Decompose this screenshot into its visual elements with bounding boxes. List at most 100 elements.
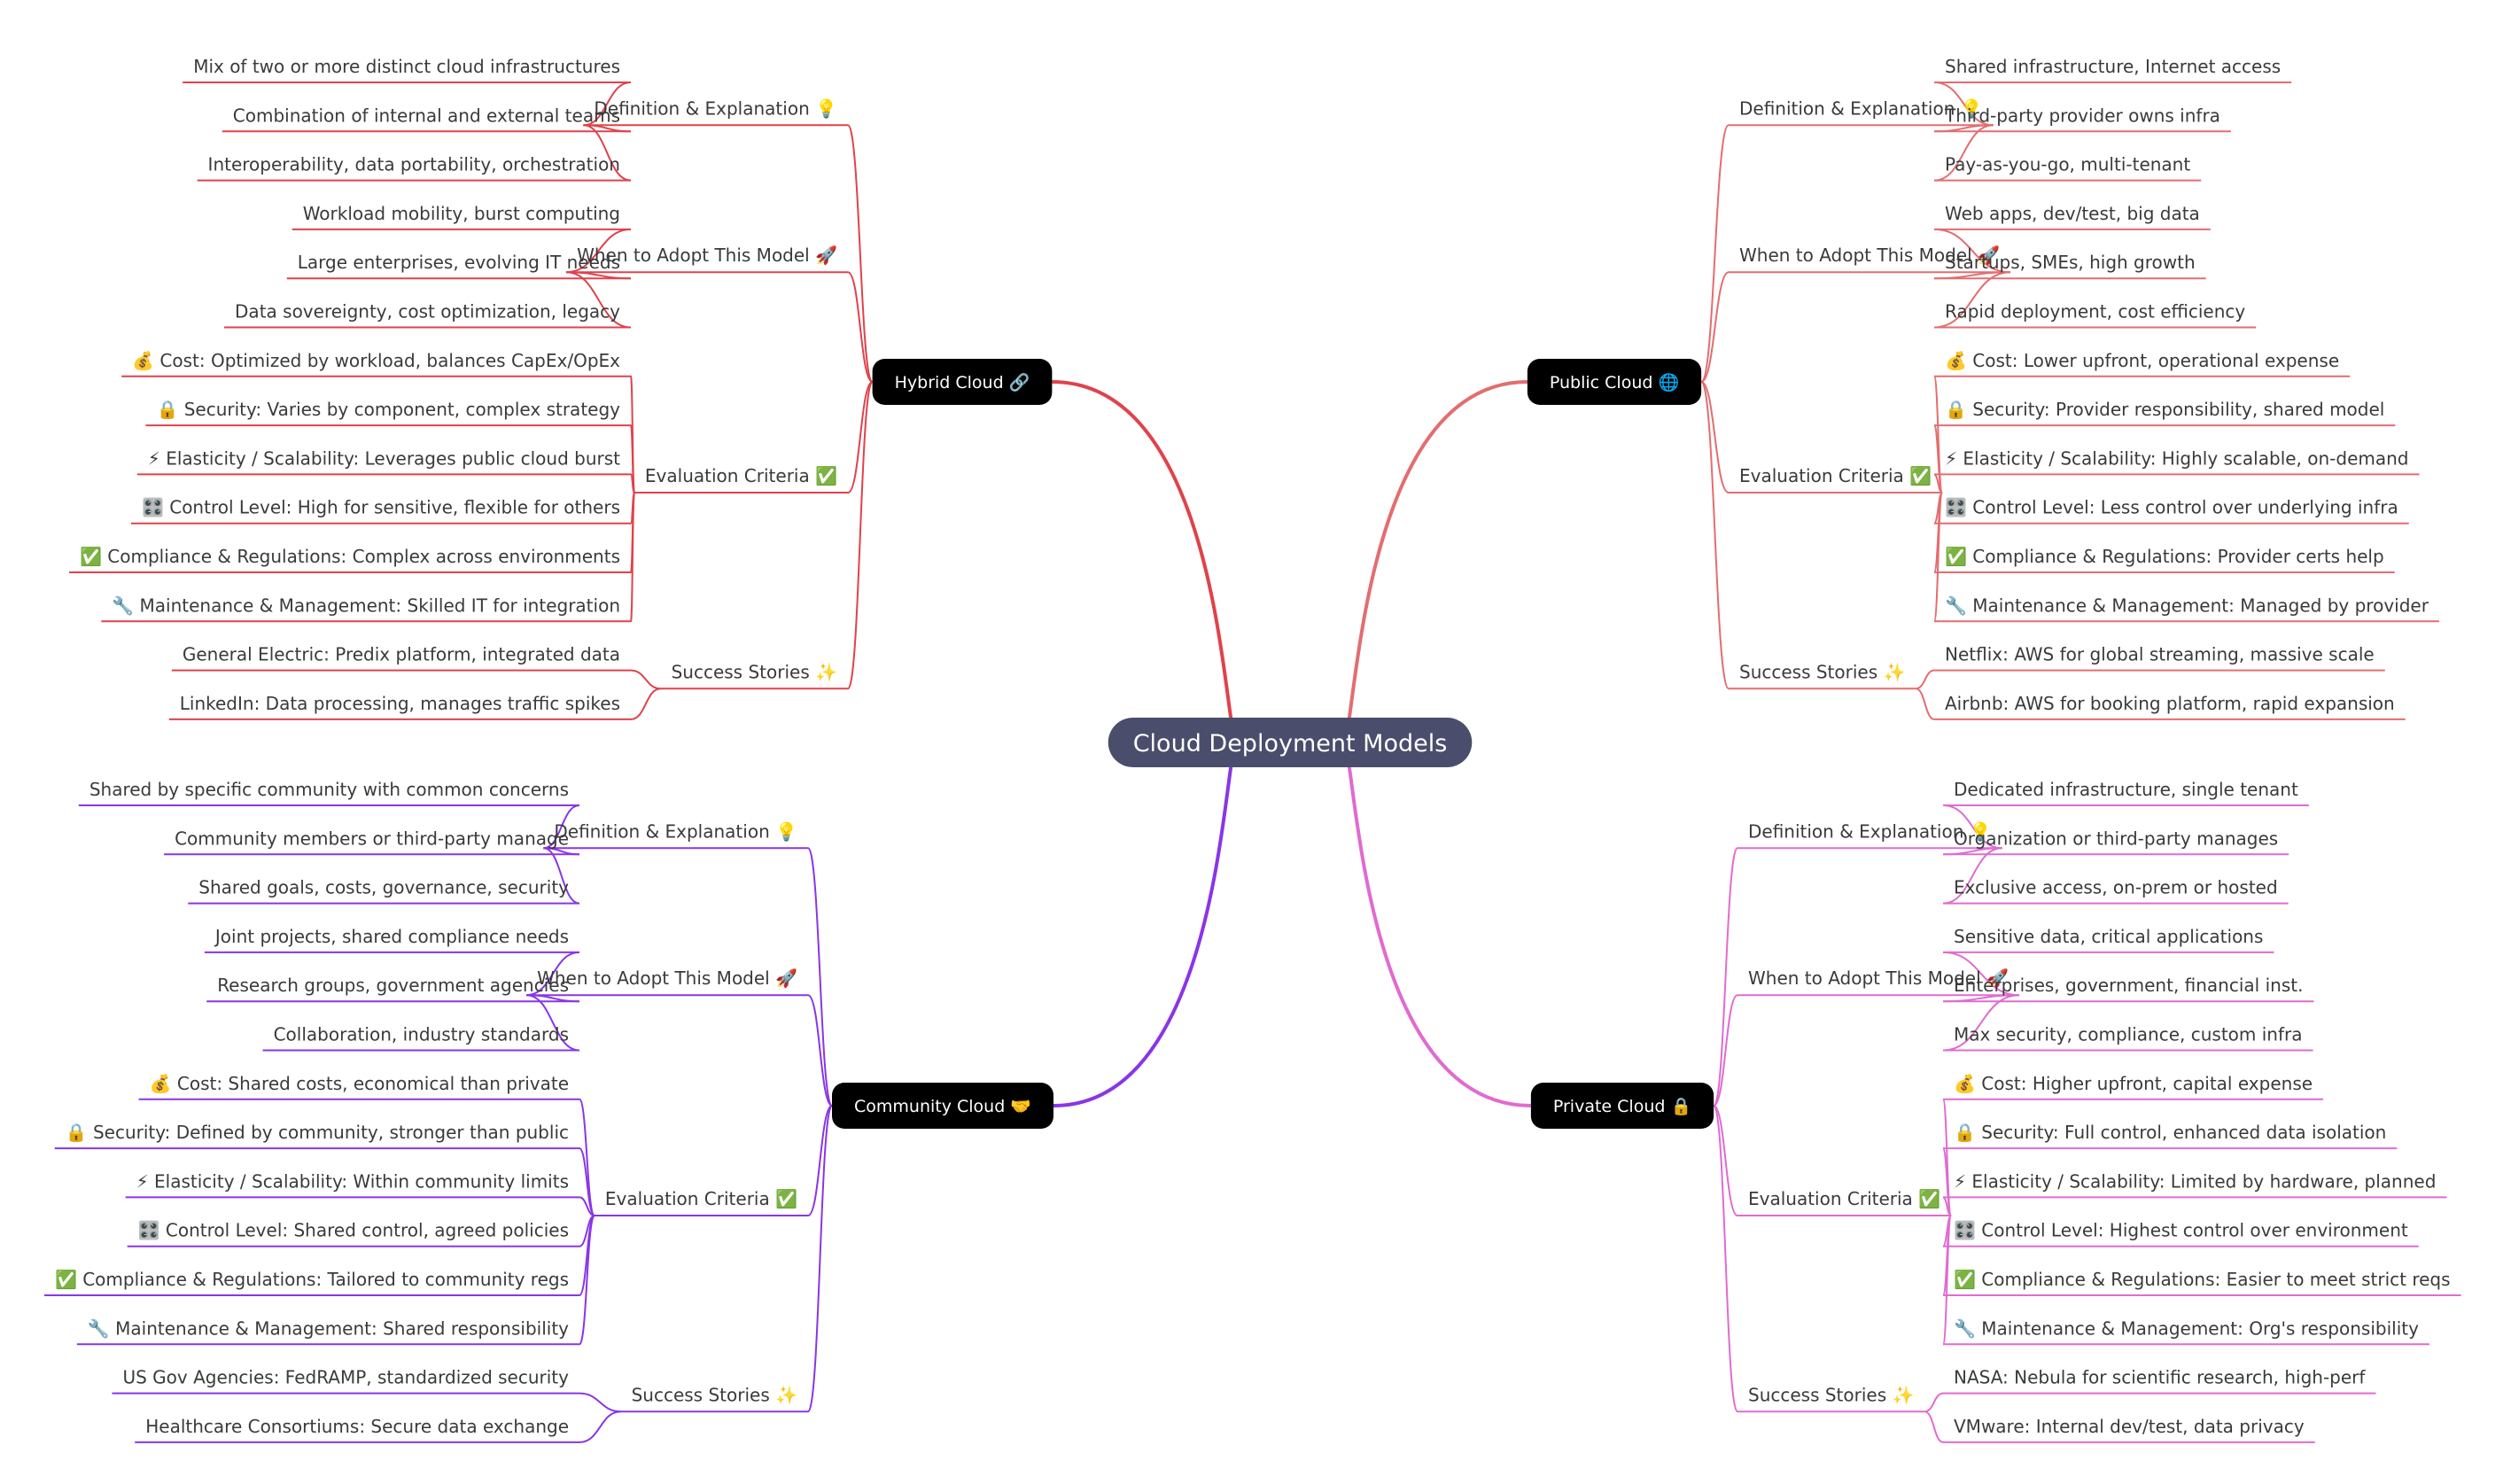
leaf-label-community-2-4: ✅ Compliance & Regulations: Tailored to … [55,1269,569,1290]
leaf-label-community-0-2: Shared goals, costs, governance, securit… [198,877,569,898]
branch-label-public-2: Evaluation Criteria ✅ [1739,465,1932,486]
leaf-label-public-2-5: 🔧 Maintenance & Management: Managed by p… [1945,594,2429,616]
leaf-connector-community-1-0 [526,951,580,997]
leaf-connector-private-0-0 [1942,804,2002,850]
leaf-label-private-2-5: 🔧 Maintenance & Management: Org's respon… [1954,1317,2419,1339]
leaf-label-public-3-0: Netflix: AWS for global streaming, massi… [1945,644,2375,665]
leaf-connector-community-2-2 [579,1196,595,1217]
leaf-connector-private-0-1 [1942,847,2002,856]
leaf-connector-community-0-0 [543,804,580,850]
category-node-public[interactable] [1527,359,1702,405]
leaf-connector-private-1-0 [1942,951,2019,997]
branch-label-hybrid-2: Evaluation Criteria ✅ [645,465,837,486]
leaf-label-hybrid-2-1: 🔒 Security: Varies by component, complex… [156,399,620,420]
leaf-connector-hybrid-1-0 [566,228,632,274]
leaf-connector-public-3-1 [1916,688,1935,720]
root-connector-community [1053,741,1239,1107]
leaf-label-private-0-1: Organization or third-party manages [1954,827,2278,849]
leaf-label-private-3-0: NASA: Nebula for scientific research, hi… [1954,1367,2366,1388]
branch-label-public-3: Success Stories ✨ [1739,661,1905,682]
leaf-connector-public-1-1 [1933,271,2010,280]
leaf-connector-community-2-5 [579,1215,595,1346]
leaf-label-hybrid-3-0: General Electric: Predix platform, integ… [183,644,620,665]
leaf-label-private-0-0: Dedicated infrastructure, single tenant [1954,779,2298,800]
leaf-label-community-1-2: Collaboration, industry standards [274,1024,569,1045]
branch-connector-community-0 [807,847,833,1107]
branch-label-hybrid-3: Success Stories ✨ [672,661,837,682]
branch-connector-hybrid-1 [847,271,874,383]
leaf-label-community-2-2: ⚡ Elasticity / Scalability: Within commu… [136,1170,569,1192]
branch-connector-public-3 [1700,381,1730,690]
leaf-connector-community-2-1 [579,1147,595,1217]
branch-connector-private-2 [1713,1105,1738,1217]
leaf-connector-community-0-2 [543,847,580,905]
branch-label-hybrid-1: When to Adopt This Model 🚀 [577,245,837,266]
leaf-label-hybrid-1-1: Large enterprises, evolving IT needs [298,252,620,273]
leaf-connector-hybrid-3-1 [630,688,661,720]
leaf-connector-community-1-1 [526,994,580,1003]
leaf-label-private-2-3: 🎛️ Control Level: Highest control over e… [1954,1220,2408,1241]
category-label-hybrid: Hybrid Cloud 🔗 [895,372,1030,392]
root-node[interactable] [1108,718,1473,767]
leaf-label-private-1-1: Enterprises, government, financial inst. [1954,975,2303,996]
leaf-label-private-1-2: Max security, compliance, custom infra [1954,1024,2303,1045]
leaf-label-community-1-1: Research groups, government agencies [217,975,569,996]
branch-label-public-1: When to Adopt This Model 🚀 [1739,245,2000,266]
leaf-connector-public-0-1 [1933,124,1994,133]
leaf-label-hybrid-0-1: Combination of internal and external tea… [233,105,620,126]
branch-connector-community-1 [807,994,833,1107]
leaf-label-public-2-3: 🎛️ Control Level: Less control over unde… [1945,497,2398,518]
leaf-connector-public-3-0 [1916,669,1935,690]
leaf-connector-community-1-2 [525,994,580,1052]
connector-layer [43,82,2461,1443]
leaf-connector-hybrid-0-0 [583,82,632,127]
branch-connector-public-2 [1700,381,1730,494]
category-label-private: Private Cloud 🔒 [1553,1097,1691,1116]
branch-label-community-1: When to Adopt This Model 🚀 [537,967,797,989]
leaf-label-hybrid-0-2: Interoperability, data portability, orch… [208,154,620,175]
branch-label-hybrid-0: Definition & Explanation 💡 [594,97,837,119]
leaf-connector-public-1-0 [1933,228,2010,274]
branch-connector-private-0 [1713,847,1738,1107]
leaf-label-public-2-0: 💰 Cost: Lower upfront, operational expen… [1945,350,2339,371]
category-node-hybrid[interactable] [872,359,1053,405]
leaf-label-private-2-0: 💰 Cost: Higher upfront, capital expense [1954,1073,2313,1094]
leaf-connector-private-3-1 [1924,1410,1944,1443]
leaf-label-public-1-1: Startups, SMEs, high growth [1945,252,2196,273]
leaf-connector-hybrid-1-2 [566,271,632,329]
leaf-label-hybrid-2-3: 🎛️ Control Level: High for sensitive, fl… [142,497,620,518]
leaf-label-private-0-2: Exclusive access, on-prem or hosted [1954,877,2278,898]
leaf-label-community-0-0: Shared by specific community with common… [89,779,569,800]
leaf-connector-private-0-2 [1942,847,2002,905]
leaf-label-public-1-0: Web apps, dev/test, big data [1945,203,2200,224]
leaf-label-community-3-0: US Gov Agencies: FedRAMP, standardized s… [122,1367,569,1388]
leaf-connector-public-0-0 [1933,82,1994,127]
leaf-connector-hybrid-3-0 [630,669,661,690]
category-node-community[interactable] [832,1083,1053,1129]
leaf-connector-hybrid-1-1 [566,271,632,280]
branch-connector-public-1 [1700,271,1730,383]
leaf-label-community-2-5: 🔧 Maintenance & Management: Shared respo… [88,1317,569,1339]
branch-label-private-3: Success Stories ✨ [1748,1384,1914,1405]
leaf-label-hybrid-2-4: ✅ Compliance & Regulations: Complex acro… [80,546,620,567]
leaf-connector-public-2-5 [1933,492,1944,623]
branch-label-community-0: Definition & Explanation 💡 [554,820,797,842]
branch-connector-hybrid-3 [847,381,874,690]
branch-connector-community-2 [807,1105,833,1217]
leaf-label-public-1-2: Rapid deployment, cost efficiency [1945,301,2245,322]
leaf-connector-private-3-0 [1924,1392,1944,1413]
leaf-label-private-3-1: VMware: Internal dev/test, data privacy [1954,1416,2305,1437]
leaf-label-public-2-4: ✅ Compliance & Regulations: Provider cer… [1945,546,2384,567]
leaf-connector-private-2-5 [1942,1215,1953,1346]
branch-connector-hybrid-2 [847,381,874,494]
leaf-label-hybrid-2-0: 💰 Cost: Optimized by workload, balances … [132,350,620,371]
leaf-label-public-3-1: Airbnb: AWS for booking platform, rapid … [1945,693,2395,714]
category-node-private[interactable] [1530,1083,1714,1129]
leaf-connector-private-1-2 [1942,994,2019,1052]
leaf-connector-community-3-0 [579,1392,621,1413]
leaf-label-community-2-0: 💰 Cost: Shared costs, economical than pr… [150,1073,569,1094]
leaf-label-public-0-2: Pay-as-you-go, multi-tenant [1945,154,2190,175]
